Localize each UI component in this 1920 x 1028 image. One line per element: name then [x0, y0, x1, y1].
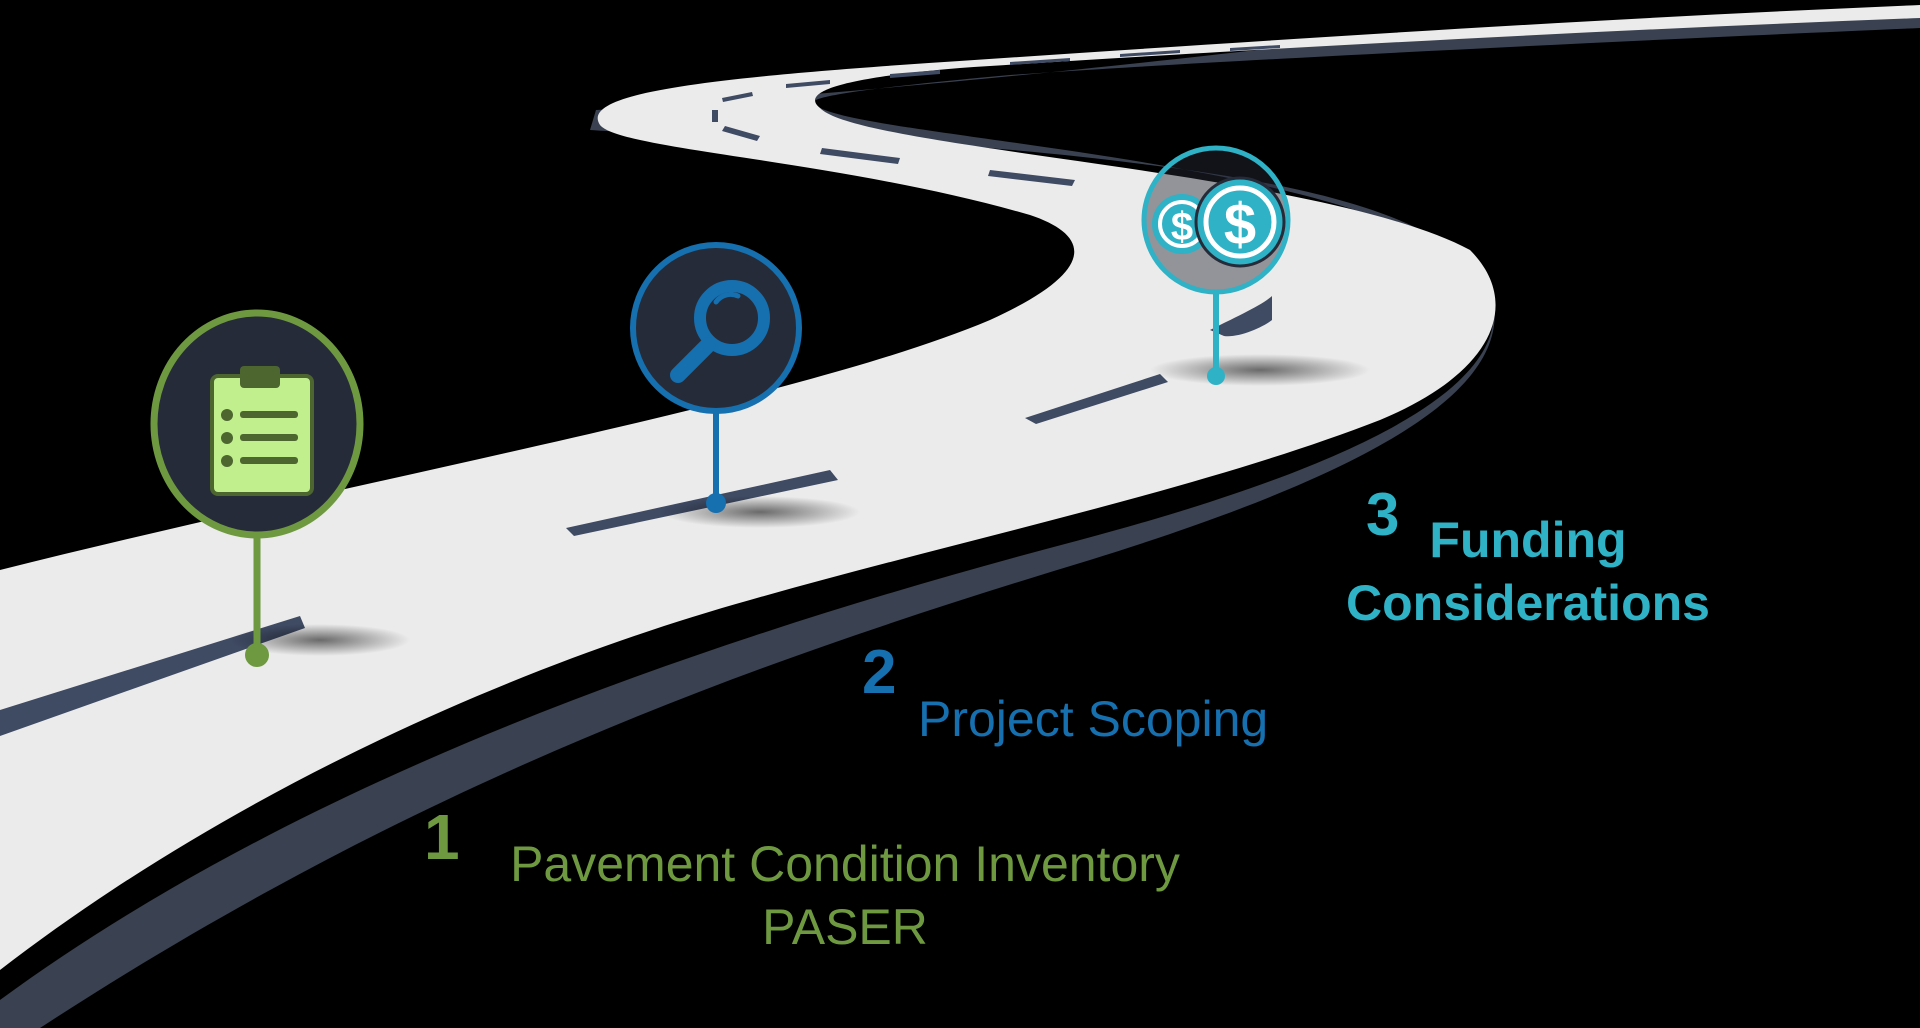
road-surface [0, 5, 1920, 970]
marker-shadow [230, 624, 410, 656]
svg-text:$: $ [1224, 192, 1256, 257]
lane-dash [890, 70, 940, 78]
stage-1-number: 1 [424, 801, 460, 873]
lane-dash [722, 126, 760, 141]
lane-dash [722, 92, 753, 102]
lane-dash [988, 170, 1075, 186]
road-shoulder [0, 10, 1920, 1028]
stage-3-marker: $ $ [1141, 145, 1291, 385]
marker-shadow [660, 496, 860, 528]
svg-text:$: $ [1171, 205, 1193, 249]
stage-2-marker [630, 242, 802, 513]
lane-dash [712, 110, 718, 122]
lane-dash [1025, 374, 1168, 424]
marker-pin-dot [1207, 367, 1225, 385]
marker-pin-dot [706, 493, 726, 513]
stage-3-number: 3 [1366, 481, 1400, 548]
dollar-coins-icon: $ $ [1152, 176, 1286, 268]
stage-1-title: Pavement Condition Inventory [510, 836, 1180, 892]
lane-dash [820, 148, 900, 164]
stage-2-title: Project Scoping [918, 691, 1269, 747]
stage-1-marker [150, 309, 364, 667]
lane-dash [1230, 45, 1280, 51]
clipboard-checklist-icon [210, 366, 314, 496]
lane-dash [786, 80, 830, 88]
marker-circle [630, 242, 802, 414]
marker-pin-dot [245, 643, 269, 667]
stage-1-subtitle: PASER [762, 899, 928, 955]
stage-3-title-line-2: Considerations [1346, 575, 1710, 631]
stage-2-number: 2 [862, 638, 897, 707]
lane-dash [1210, 296, 1272, 337]
stage-3-title-line-1: Funding [1429, 512, 1627, 568]
marker-shadow [1150, 354, 1370, 386]
lane-dash [1010, 58, 1070, 65]
magnifying-glass-icon [670, 280, 770, 383]
lane-dash [1120, 50, 1180, 57]
lane-dash [0, 616, 305, 736]
